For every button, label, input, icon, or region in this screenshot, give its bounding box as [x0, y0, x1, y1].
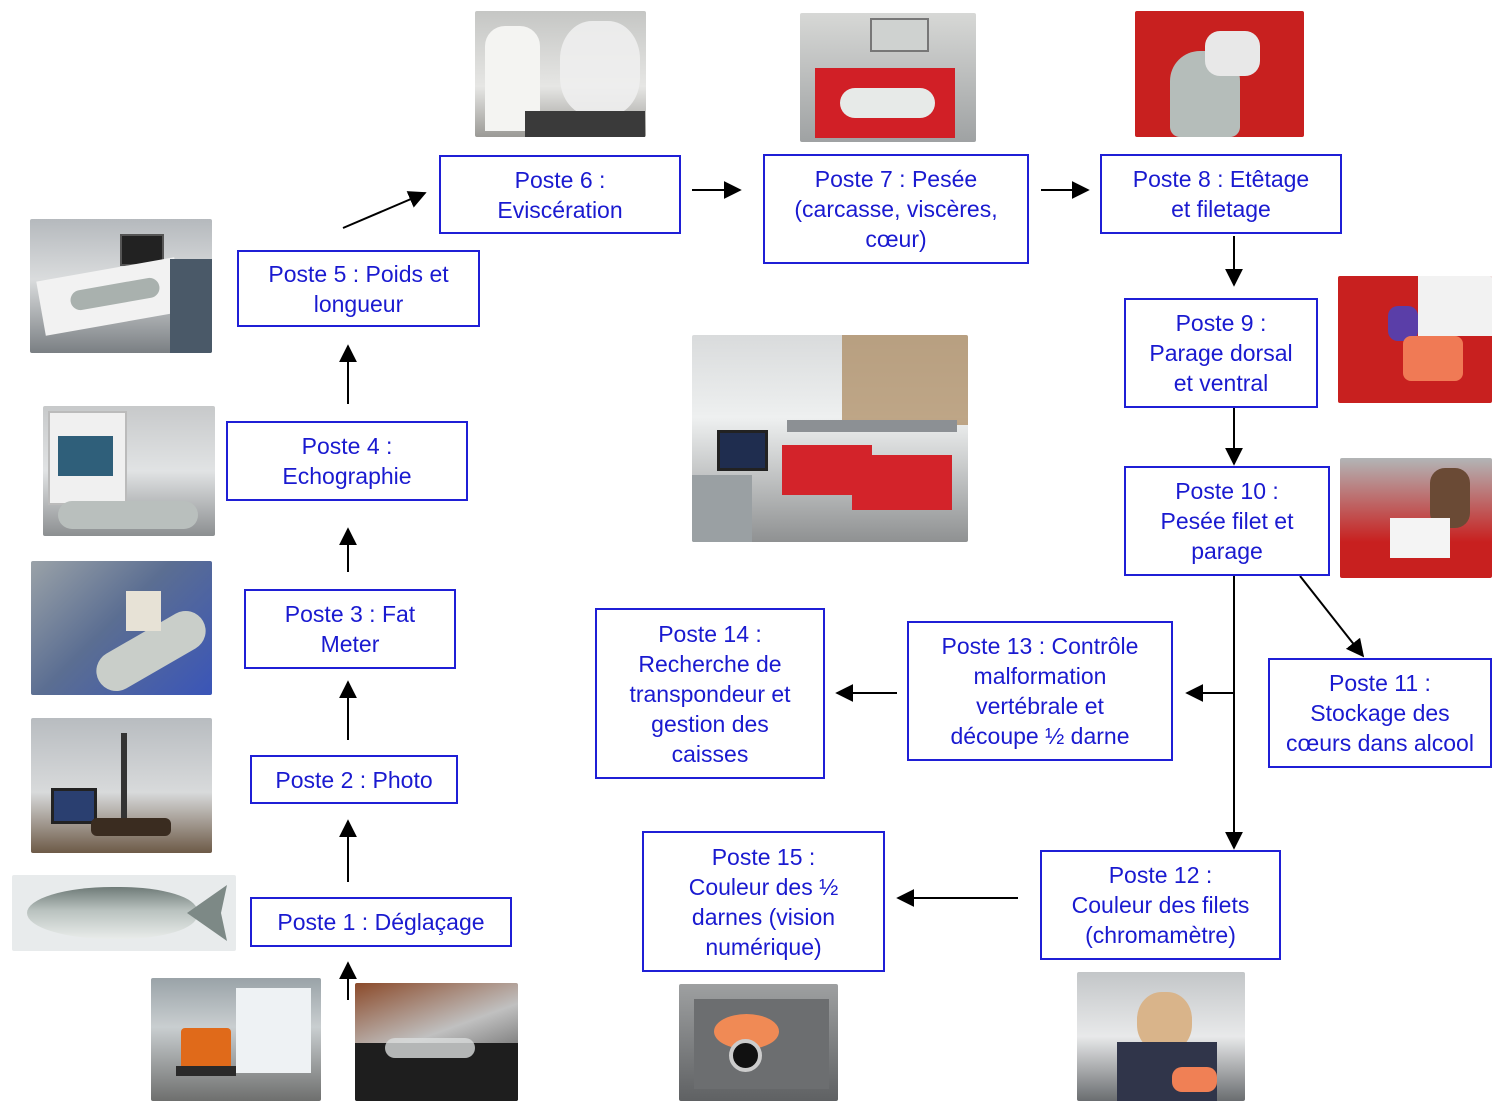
photo-trout	[12, 875, 236, 951]
photo-pesee-filet	[1340, 458, 1492, 578]
poste-3-box: Poste 3 : Fat Meter	[244, 589, 456, 669]
poste-15-box: Poste 15 : Couleur des ½ darnes (vision …	[642, 831, 885, 972]
photo-poids-longueur	[30, 219, 212, 353]
photo-chromametre	[1077, 972, 1245, 1101]
poste-14-box: Poste 14 : Recherche de transpondeur et …	[595, 608, 825, 779]
poste-5-box: Poste 5 : Poids et longueur	[237, 250, 480, 327]
photo-processing-line	[692, 335, 968, 542]
photo-echographie	[43, 406, 215, 536]
poste-9-box: Poste 9 : Parage dorsal et ventral	[1124, 298, 1318, 408]
photo-etetage	[1135, 11, 1304, 137]
poste-8-box: Poste 8 : Etêtage et filetage	[1100, 154, 1342, 234]
photo-evisceration	[475, 11, 646, 137]
photo-photo-station	[31, 718, 212, 853]
poste-13-box: Poste 13 : Contrôle malformation vertébr…	[907, 621, 1173, 761]
poste-11-box: Poste 11 : Stockage des cœurs dans alcoo…	[1268, 658, 1492, 768]
poste-10-box: Poste 10 : Pesée filet et parage	[1124, 466, 1330, 576]
arrow-poste5-to-poste6	[342, 191, 427, 229]
poste-1-box: Poste 1 : Déglaçage	[250, 897, 512, 947]
photo-pesee-carcasse	[800, 13, 976, 142]
photo-fat-meter	[31, 561, 212, 695]
arrow-poste10-to-poste11	[1299, 575, 1365, 658]
poste-12-box: Poste 12 : Couleur des filets (chromamèt…	[1040, 850, 1281, 960]
photo-forklift	[151, 978, 321, 1101]
photo-couleur-darnes	[679, 984, 838, 1101]
photo-parage-dorsal	[1338, 276, 1492, 403]
poste-7-box: Poste 7 : Pesée (carcasse, viscères, cœu…	[763, 154, 1029, 264]
poste-6-box: Poste 6 : Eviscération	[439, 155, 681, 234]
poste-4-box: Poste 4 : Echographie	[226, 421, 468, 501]
photo-deglacage	[355, 983, 518, 1101]
poste-2-box: Poste 2 : Photo	[250, 755, 458, 804]
